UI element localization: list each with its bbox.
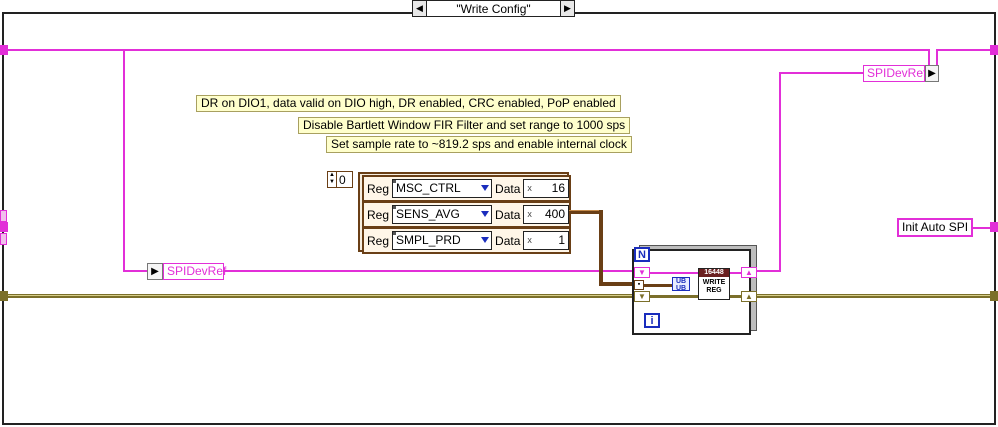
loop-cluster-wire	[644, 284, 672, 287]
comment-sens-avg: Disable Bartlett Window FIR Filter and s…	[298, 117, 631, 134]
reg-value: SMPL_PRD	[396, 233, 461, 247]
subvi-header: 16448	[699, 269, 729, 277]
arrow-right-icon: ▶	[147, 263, 163, 280]
shift-register-left-error-icon: ▼	[634, 291, 650, 302]
case-selector-value: "Write Config"	[427, 1, 560, 16]
reference-wire-branch-h	[123, 270, 148, 272]
reg-label: Reg	[367, 207, 390, 222]
error-wire-out	[757, 294, 998, 298]
comment-msc-ctrl: DR on DIO1, data valid on DIO high, DR e…	[196, 95, 621, 112]
reg-dropdown[interactable]: SENS_AVG	[392, 205, 493, 224]
reference-wire-drop	[928, 49, 930, 73]
triangle-left-icon[interactable]: ◀	[413, 1, 427, 16]
shift-register-right-icon: ▲	[741, 267, 757, 278]
loop-count-terminal: N	[634, 247, 650, 262]
reference-wire-branch	[123, 49, 125, 271]
reference-wire-drop-2	[936, 49, 938, 73]
data-label: Data	[495, 233, 521, 248]
reg-label: Reg	[367, 181, 390, 196]
shift-register-right-error-icon: ▲	[741, 291, 757, 302]
data-label: Data	[495, 181, 521, 196]
init-tunnel-right	[990, 222, 998, 232]
error-tunnel-right	[990, 291, 998, 301]
arrow-right-icon: ▶	[925, 65, 939, 82]
data-value: 400	[544, 207, 565, 221]
data-value: 16	[551, 181, 565, 195]
dropdown-arrow-icon	[481, 211, 490, 217]
reg-value: MSC_CTRL	[396, 181, 461, 195]
data-value: 1	[558, 233, 565, 247]
reg-dropdown[interactable]: SMPL_PRD	[392, 231, 493, 250]
error-wire-out-core	[757, 295, 998, 296]
array-index[interactable]: ▲▼ 0	[327, 171, 353, 188]
spi-dev-ref-right[interactable]: SPIDevRef	[863, 65, 926, 82]
dropdown-arrow-icon	[481, 237, 490, 243]
triangle-right-icon[interactable]: ▶	[560, 1, 574, 16]
reference-tunnel-right	[990, 45, 998, 55]
cluster-wire-h1	[569, 210, 601, 214]
loop-error-wire	[650, 295, 741, 298]
data-label: Data	[495, 207, 521, 222]
loop-iteration-terminal: i	[644, 313, 660, 328]
reference-wire-top-out	[938, 49, 998, 51]
reg-dropdown[interactable]: MSC_CTRL	[392, 179, 493, 198]
loop-reference-wire	[650, 272, 741, 274]
unbundle-label-2: UB	[675, 285, 687, 292]
index-stepper-icon[interactable]: ▲▼	[328, 172, 337, 187]
init-tunnel-left	[0, 222, 8, 232]
subvi-label-1: WRITE	[702, 279, 726, 286]
reference-wire-init-out	[968, 227, 998, 229]
cluster-wire-v	[599, 210, 603, 286]
reference-wire-to-ref	[779, 72, 864, 74]
error-wire-in	[0, 294, 632, 298]
init-tunnel-left-bottom	[0, 233, 7, 245]
dropdown-arrow-icon	[481, 185, 490, 191]
reg-value: SENS_AVG	[396, 207, 460, 221]
reference-tunnel-left	[0, 45, 8, 55]
auto-index-tunnel: ▪	[634, 280, 644, 290]
shift-register-left-icon: ▼	[634, 267, 650, 278]
cluster-wire-h2	[599, 282, 632, 286]
case-selector[interactable]: ◀ "Write Config" ▶	[412, 0, 575, 17]
unbundle-label-1: UB	[675, 278, 687, 285]
spi-dev-ref-left[interactable]: SPIDevRef	[163, 263, 226, 280]
comment-smpl-prd: Set sample rate to ~819.2 sps and enable…	[326, 136, 632, 153]
reference-wire-to-loop	[224, 270, 632, 272]
reference-wire-top	[0, 49, 928, 51]
error-tunnel-left	[0, 291, 8, 301]
reg-label: Reg	[367, 233, 390, 248]
reference-wire-rise	[779, 72, 781, 272]
array-index-value: 0	[339, 172, 346, 187]
error-wire-in-core	[0, 295, 632, 296]
subvi-label-2: REG	[706, 287, 722, 294]
reference-wire-from-loop	[757, 270, 779, 272]
init-tunnel-left-top	[0, 210, 7, 222]
init-auto-spi-constant[interactable]: Init Auto SPI	[897, 218, 974, 237]
